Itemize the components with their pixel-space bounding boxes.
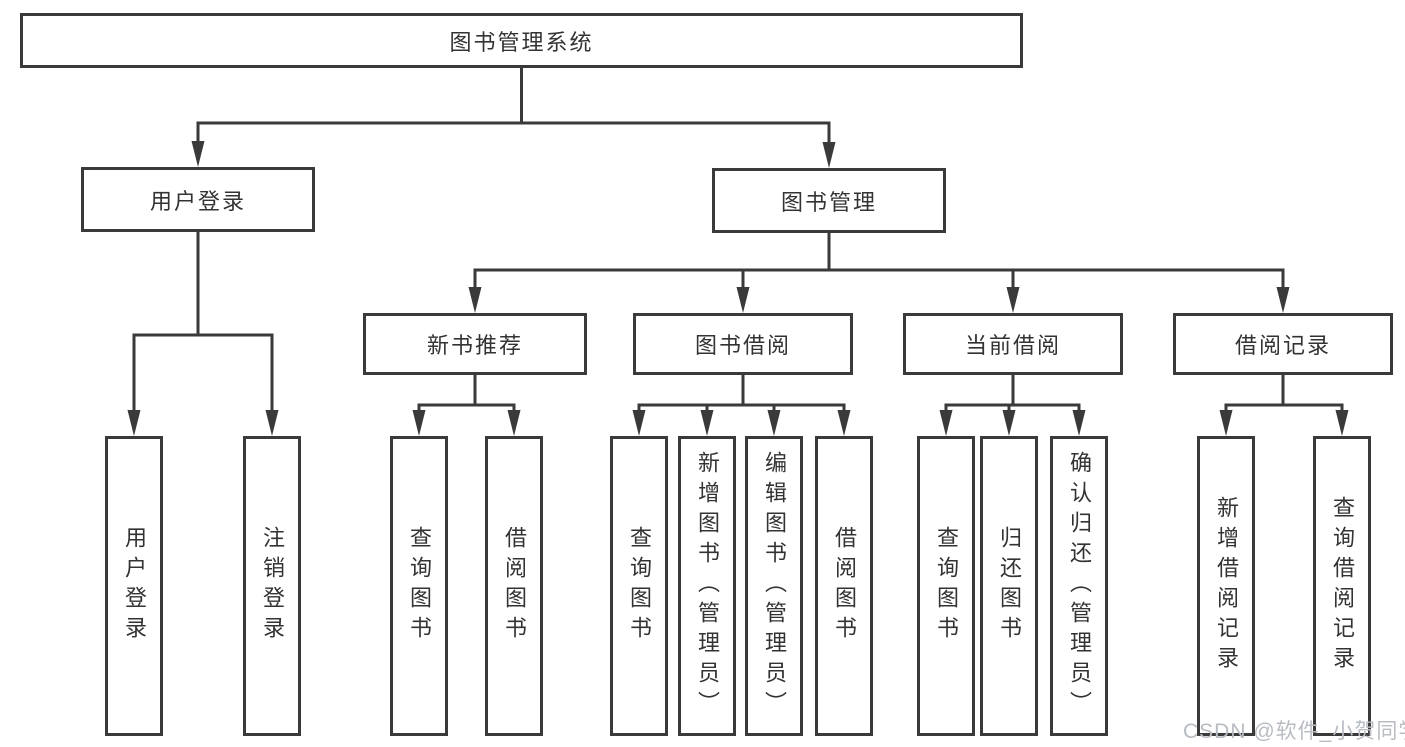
- leaf-query-borrow-record: 查询借阅记录: [1313, 436, 1371, 736]
- leaf-borrow-books-2: 借阅图书: [815, 436, 873, 736]
- leaf-borrow-books-2-label: 借阅图书: [832, 526, 857, 646]
- leaf-add-borrow-record: 新增借阅记录: [1197, 436, 1255, 736]
- leaf-query-books-3: 查询图书: [917, 436, 975, 736]
- leaf-add-borrow-record-label: 新增借阅记录: [1214, 496, 1239, 676]
- leaf-user-login-label: 用户登录: [122, 526, 147, 646]
- node-book-borrow-label: 图书借阅: [694, 333, 791, 358]
- node-borrow-records-label: 借阅记录: [1234, 333, 1331, 358]
- leaf-edit-book-label: 编辑图书（管理员）: [762, 451, 787, 721]
- leaf-edit-book: 编辑图书（管理员）: [745, 436, 803, 736]
- csdn-watermark: CSDN @软件_小贺同学: [1183, 720, 1405, 743]
- leaf-query-books-1: 查询图书: [390, 436, 448, 736]
- leaf-user-login: 用户登录: [105, 436, 163, 736]
- leaf-query-books-2: 查询图书: [610, 436, 668, 736]
- leaf-logout-label: 注销登录: [260, 526, 285, 646]
- node-new-book-rec-label: 新书推荐: [426, 333, 523, 358]
- leaf-query-books-3-label: 查询图书: [934, 526, 959, 646]
- leaf-query-books-2-label: 查询图书: [627, 526, 652, 646]
- leaf-query-borrow-record-label: 查询借阅记录: [1330, 496, 1355, 676]
- leaf-return-book-label: 归还图书: [997, 526, 1022, 646]
- node-current-borrow-label: 当前借阅: [964, 333, 1061, 358]
- leaf-confirm-return: 确认归还（管理员）: [1050, 436, 1108, 736]
- node-book-mgmt: 图书管理: [712, 168, 946, 233]
- node-root-label: 图书管理系统: [449, 29, 594, 55]
- leaf-add-book: 新增图书（管理员）: [678, 436, 736, 736]
- node-new-book-rec: 新书推荐: [363, 313, 587, 375]
- leaf-add-book-label: 新增图书（管理员）: [695, 451, 720, 721]
- leaf-borrow-books-1-label: 借阅图书: [502, 526, 527, 646]
- leaf-confirm-return-label: 确认归还（管理员）: [1067, 451, 1092, 721]
- node-user-login: 用户登录: [81, 167, 315, 232]
- node-book-mgmt-label: 图书管理: [780, 189, 877, 215]
- node-root: 图书管理系统: [20, 13, 1023, 68]
- leaf-query-books-1-label: 查询图书: [407, 526, 432, 646]
- node-current-borrow: 当前借阅: [903, 313, 1123, 375]
- leaf-borrow-books-1: 借阅图书: [485, 436, 543, 736]
- node-book-borrow: 图书借阅: [633, 313, 853, 375]
- node-user-login-label: 用户登录: [149, 188, 246, 214]
- leaf-logout: 注销登录: [243, 436, 301, 736]
- leaf-return-book: 归还图书: [980, 436, 1038, 736]
- node-borrow-records: 借阅记录: [1173, 313, 1393, 375]
